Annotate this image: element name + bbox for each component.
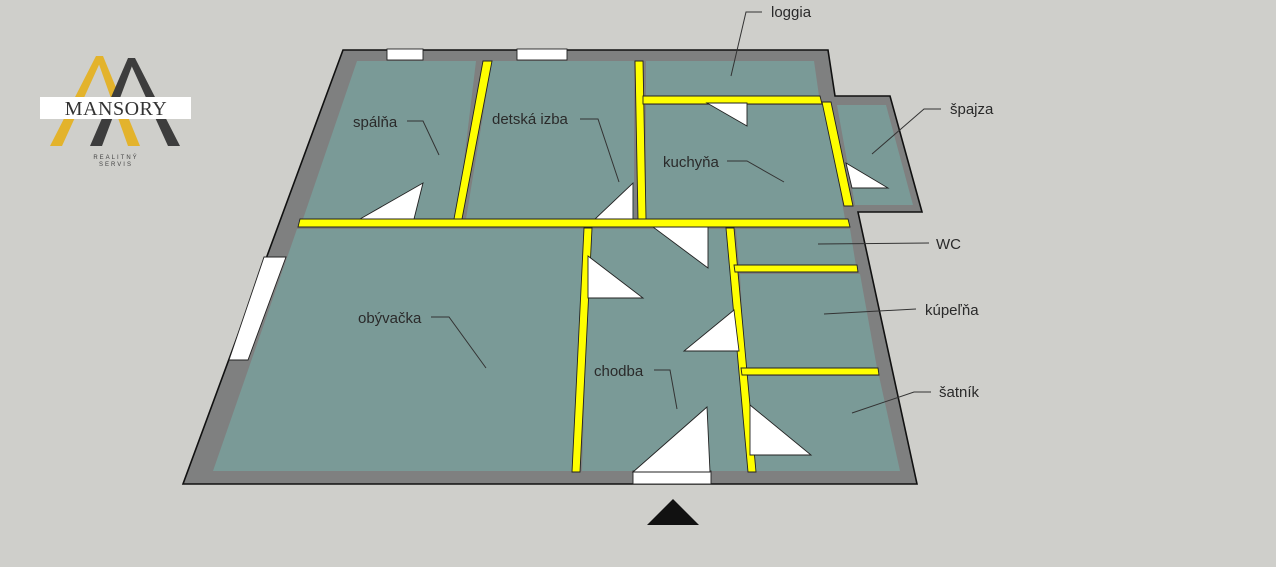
label-spajza: špajza — [950, 101, 994, 118]
partition-horizontal-main — [297, 218, 851, 228]
pointer-kupelna — [823, 308, 917, 315]
label-obyvacka: obývačka — [358, 310, 422, 327]
logo-name: MANSORY — [65, 98, 167, 120]
label-detska-izba: detská izba — [492, 111, 569, 128]
pointer-kuchyna — [727, 160, 785, 183]
pointer-spalna — [407, 120, 440, 156]
pointer-spajza — [871, 108, 941, 155]
floor-spalna — [303, 61, 476, 219]
label-kuchyna: kuchyňa — [663, 154, 720, 171]
door-satnik — [749, 404, 813, 456]
door-kupelna — [682, 309, 740, 352]
floor-wc — [736, 229, 856, 266]
mansory-logo: MANSORY REALITNÝ SERVIS — [40, 56, 191, 168]
pointer-chodba — [654, 369, 678, 410]
partition-kupelna-satnik — [740, 367, 880, 376]
pointer-satnik — [851, 391, 931, 414]
room-labels: loggia spálňa detská izba kuchyňa špajza… — [353, 4, 994, 414]
door-obyvacka — [587, 255, 645, 299]
partition-wc-kupelna — [733, 264, 859, 273]
logo-name-band — [40, 97, 191, 119]
pointer-detska-izba — [580, 118, 620, 183]
floor-kuchyna — [646, 105, 845, 219]
floor-kupelna — [740, 274, 877, 368]
door-entrance — [632, 470, 712, 485]
label-kupelna: kúpeľňa — [925, 302, 979, 319]
pointer-obyvacka — [431, 316, 487, 369]
door-detska — [593, 181, 634, 220]
floor-loggia — [646, 61, 819, 96]
pointer-loggia — [730, 11, 762, 77]
entrance-arrow-icon — [647, 499, 699, 525]
label-loggia: loggia — [771, 4, 812, 21]
logo-subtitle-2: SERVIS — [99, 162, 133, 168]
label-chodba: chodba — [594, 363, 644, 380]
label-satnik: šatník — [939, 384, 980, 401]
window-spalna — [386, 48, 424, 61]
door-spajza — [845, 162, 890, 189]
label-spalna: spálňa — [353, 114, 398, 131]
door-kuchyna-hall — [651, 226, 709, 269]
door-loggia — [705, 102, 748, 127]
partition-spalna-detska — [453, 60, 493, 220]
partition-kuchyna-spajza — [821, 101, 854, 207]
floor-obyvacka — [213, 229, 585, 471]
partition-obyvacka-chodba — [571, 227, 593, 473]
window-obyvacka — [228, 256, 287, 361]
door-spalna — [358, 182, 424, 220]
logo-subtitle-1: REALITNÝ — [93, 154, 138, 161]
label-wc: WC — [936, 236, 961, 253]
partition-chodba-rooms — [725, 227, 757, 473]
pointer-wc — [817, 242, 930, 245]
door-entrance-swing — [631, 406, 711, 473]
window-detska — [516, 48, 568, 61]
floor-detska-izba — [466, 61, 634, 219]
